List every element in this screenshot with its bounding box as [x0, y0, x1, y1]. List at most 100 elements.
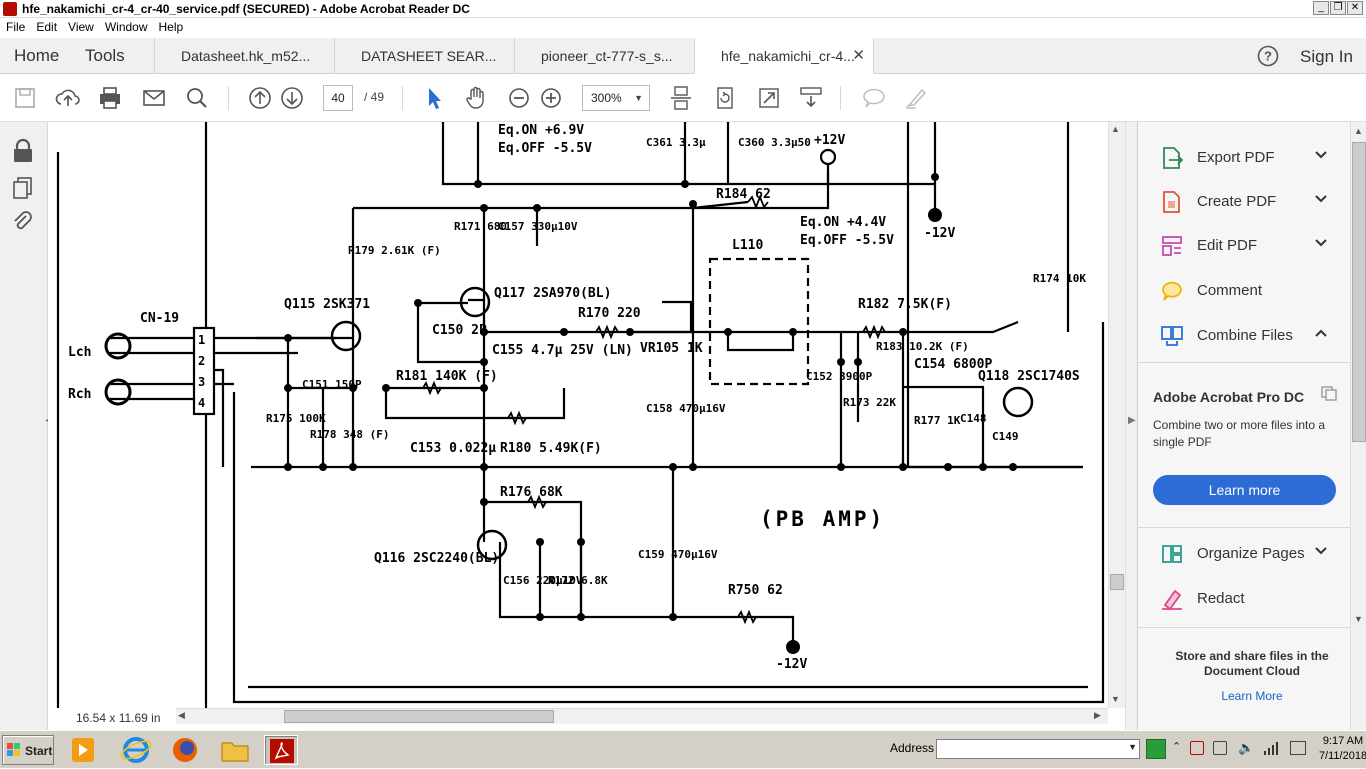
search-icon[interactable] — [183, 84, 211, 112]
home-tab[interactable]: Home — [14, 46, 60, 65]
doc-tab-datasheet-search[interactable]: DATASHEET SEAR... — [334, 38, 514, 74]
right-pane-collapser[interactable]: ▶ — [1125, 122, 1137, 730]
system-clock[interactable]: 9:17 AM 7/11/2018 — [1318, 734, 1366, 764]
document-view[interactable]: Eq.ON +6.9V Eq.OFF -5.5V C361 3.3μ C360 … — [48, 122, 1110, 708]
full-screen-icon[interactable] — [755, 84, 783, 112]
firefox-icon[interactable] — [168, 735, 202, 765]
chevron-down-icon[interactable] — [1314, 544, 1328, 558]
menu-edit[interactable]: Edit — [36, 20, 58, 34]
organize-pages-icon — [1160, 542, 1184, 566]
edit-pdf-tool[interactable]: Edit PDF — [1138, 226, 1351, 266]
email-icon[interactable] — [140, 84, 168, 112]
comment-icon[interactable] — [860, 84, 888, 112]
close-window-button[interactable]: ✕ — [1347, 1, 1363, 15]
sign-in-link[interactable]: Sign In — [1300, 47, 1353, 66]
schematic-label: R184 62 — [716, 187, 771, 202]
upload-cloud-icon[interactable] — [54, 84, 82, 112]
learn-more-button[interactable]: Learn more — [1153, 475, 1336, 505]
transistor-q115 — [330, 320, 362, 352]
zoom-level-select[interactable]: 300%▼ — [582, 85, 650, 111]
go-arrow-icon[interactable] — [1146, 739, 1166, 759]
connector-pin: 1 — [198, 333, 205, 347]
zoom-in-icon[interactable] — [537, 84, 565, 112]
highlight-pen-icon[interactable] — [902, 84, 930, 112]
restore-button[interactable]: ❐ — [1330, 1, 1346, 15]
close-tab-icon[interactable]: ✕ — [852, 47, 865, 64]
pages-icon[interactable] — [11, 175, 35, 199]
file-explorer-icon[interactable] — [218, 735, 252, 765]
comment-tool[interactable]: Comment — [1138, 271, 1351, 311]
document-cloud-learn-more-link[interactable]: Learn More — [1221, 689, 1283, 703]
scroll-down-icon[interactable]: ▼ — [1111, 694, 1120, 704]
scroll-up-icon[interactable]: ▲ — [1354, 126, 1363, 136]
read-mode-icon[interactable] — [797, 84, 825, 112]
print-icon[interactable] — [96, 84, 124, 112]
schematic-label: -12V — [924, 226, 955, 241]
help-icon[interactable]: ? — [1257, 45, 1279, 67]
redact-tool[interactable]: Redact — [1138, 579, 1351, 619]
scrollbar-thumb[interactable] — [1110, 574, 1124, 590]
rotate-view-icon[interactable] — [711, 84, 739, 112]
menu-window[interactable]: Window — [104, 20, 148, 34]
chevron-up-icon[interactable] — [1314, 326, 1328, 340]
scrollbar-thumb[interactable] — [1352, 142, 1366, 442]
scroll-right-icon[interactable]: ▶ — [1094, 710, 1101, 720]
chevron-down-icon[interactable] — [1314, 148, 1328, 162]
schematic-label: Q115 2SK371 — [284, 297, 370, 312]
tray-network-icon[interactable] — [1213, 741, 1227, 755]
hand-tool-icon[interactable] — [462, 84, 490, 112]
media-player-icon[interactable] — [66, 735, 100, 765]
tray-display-icon[interactable] — [1290, 741, 1306, 755]
tray-acrobat-icon[interactable] — [1190, 741, 1204, 755]
schematic-label: C360 3.3μ50 — [738, 136, 811, 149]
document-horizontal-scrollbar[interactable]: ◀ ▶ — [176, 708, 1108, 724]
scroll-left-icon[interactable]: ◀ — [178, 710, 185, 720]
doc-tab-pioneer[interactable]: pioneer_ct-777-s_s... — [514, 38, 694, 74]
chevron-down-icon[interactable] — [1314, 236, 1328, 250]
scrollbar-thumb[interactable] — [284, 710, 554, 723]
toolbar-divider — [840, 86, 841, 110]
menu-view[interactable]: View — [68, 20, 94, 34]
chevron-down-icon[interactable]: ▼ — [1128, 742, 1137, 752]
acrobat-taskbar-button[interactable] — [264, 735, 298, 765]
schematic-label: R182 7.5K(F) — [858, 297, 952, 312]
tools-pane-scrollbar[interactable]: ▲ ▼ — [1350, 122, 1366, 730]
scroll-up-icon[interactable]: ▲ — [1111, 124, 1120, 134]
attachment-icon[interactable] — [11, 210, 35, 234]
scroll-down-icon[interactable]: ▼ — [1354, 614, 1363, 624]
signal-bars-icon[interactable] — [1263, 741, 1279, 755]
minimize-button[interactable]: _ — [1313, 1, 1329, 15]
page-size-status: 16.54 x 11.69 in — [48, 708, 176, 730]
address-input[interactable]: ▼ — [936, 739, 1140, 759]
previous-page-icon[interactable] — [246, 84, 274, 112]
document-vertical-scrollbar[interactable]: ▲ ▼ — [1108, 122, 1125, 708]
doc-tab-datasheet-hk[interactable]: Datasheet.hk_m52... — [154, 38, 334, 74]
pro-badge-icon — [1320, 384, 1338, 402]
doc-tab-nakamichi[interactable]: hfe_nakamichi_cr-4... ✕ — [694, 38, 874, 74]
export-pdf-tool[interactable]: Export PDF — [1138, 138, 1351, 178]
organize-pages-tool[interactable]: Organize Pages — [1138, 534, 1351, 574]
show-hidden-icons-icon[interactable]: ⌃ — [1172, 741, 1182, 753]
schematic-label: Eq.OFF -5.5V — [498, 141, 592, 156]
combine-files-tool[interactable]: Combine Files — [1138, 316, 1351, 356]
next-page-icon[interactable] — [278, 84, 306, 112]
promo-description: Combine two or more files into a single … — [1153, 418, 1326, 449]
zoom-out-icon[interactable] — [505, 84, 533, 112]
scroll-mode-icon[interactable] — [667, 84, 695, 112]
schematic-label: Q116 2SC2240(BL) — [374, 551, 499, 566]
lock-icon[interactable] — [11, 138, 35, 164]
tools-tab[interactable]: Tools — [85, 46, 125, 65]
save-icon[interactable] — [11, 84, 39, 112]
panel-divider — [1138, 362, 1351, 363]
menu-file[interactable]: File — [6, 20, 26, 34]
collapse-right-pane-icon[interactable]: ▶ — [1128, 415, 1136, 426]
schematic-label: C150 2P — [432, 323, 487, 338]
volume-icon[interactable]: 🔈 — [1238, 740, 1255, 755]
chevron-down-icon[interactable] — [1314, 192, 1328, 206]
create-pdf-tool[interactable]: Create PDF — [1138, 182, 1351, 222]
start-button[interactable]: Start — [2, 735, 54, 765]
select-cursor-icon[interactable] — [420, 84, 448, 112]
internet-explorer-icon[interactable] — [119, 735, 153, 765]
page-number-input[interactable]: 40 — [323, 85, 353, 111]
menu-help[interactable]: Help — [158, 20, 184, 34]
